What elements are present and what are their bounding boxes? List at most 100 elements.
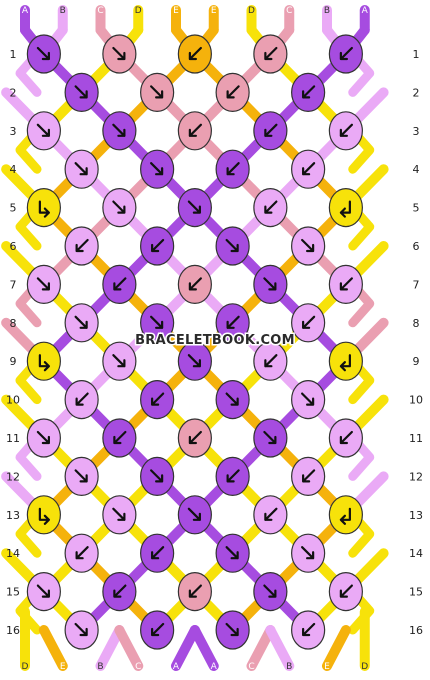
strand-end-bottom: [246, 625, 276, 671]
knot: [215, 149, 250, 189]
knot: [26, 495, 61, 535]
knot-arrow-icon: [74, 85, 88, 99]
strand-letter-top: E: [211, 6, 217, 16]
knot-arrow-icon: [339, 584, 353, 598]
strand-letter-top: A: [362, 6, 369, 16]
knot: [140, 149, 175, 189]
knot: [26, 111, 61, 151]
row-label-left: 16: [6, 624, 20, 637]
knot: [177, 418, 212, 458]
watermark-text: BRACELETBOOK.COM: [135, 333, 295, 348]
knot-arrow-icon: [188, 123, 202, 137]
knot-oval: [26, 495, 61, 535]
knot-arrow-icon: [150, 469, 164, 483]
strand-end-bottom: [189, 625, 219, 671]
row-label-left: 5: [10, 202, 17, 215]
knot-oval: [328, 495, 363, 535]
knot: [64, 149, 99, 189]
knot: [215, 380, 250, 420]
row-label-left: 15: [6, 586, 20, 599]
knot: [253, 418, 288, 458]
knot-arrow-icon: [38, 507, 50, 525]
knot: [102, 34, 137, 74]
row-label-right: 12: [409, 470, 423, 483]
knot-arrow-icon: [150, 85, 164, 99]
knot: [291, 456, 326, 496]
strand-end-bottom: [265, 625, 295, 671]
knot: [64, 533, 99, 573]
row-label-right: 4: [413, 163, 420, 176]
row-label-left: 3: [10, 125, 17, 138]
knot-oval: [328, 188, 363, 228]
row-label-left: 12: [6, 470, 20, 483]
row-label-right: 8: [413, 317, 420, 330]
knot-arrow-icon: [38, 200, 50, 218]
knot-arrow-icon: [151, 622, 165, 637]
knot: [177, 264, 212, 304]
knot: [26, 188, 61, 228]
knot-arrow-icon: [74, 162, 88, 176]
strand-letter-bottom: D: [22, 662, 29, 672]
knot: [215, 303, 250, 343]
knot: [291, 533, 326, 573]
strand-letter-bottom: E: [60, 662, 66, 672]
knot: [64, 610, 99, 650]
row-label-left: 14: [6, 547, 20, 560]
knot: [291, 226, 326, 266]
row-label-left: 7: [10, 278, 17, 291]
knot-arrow-icon: [38, 354, 50, 372]
knot-arrow-icon: [75, 546, 89, 560]
knot: [26, 418, 61, 458]
knot: [253, 495, 288, 535]
knot: [102, 341, 137, 381]
strand-letter-bottom: B: [97, 662, 103, 672]
knot: [102, 418, 137, 458]
knot: [140, 610, 175, 650]
knot-arrow-icon: [301, 546, 315, 560]
knot-oval: [26, 341, 61, 381]
knot-arrow-icon: [151, 392, 165, 406]
strand-letter-top: A: [22, 6, 29, 16]
row-label-left: 10: [6, 394, 20, 407]
knot: [291, 303, 326, 343]
knot: [102, 495, 137, 535]
knot: [64, 72, 99, 113]
knot: [64, 226, 99, 266]
knot-arrow-icon: [226, 162, 240, 176]
knot: [102, 111, 137, 151]
strand-letter-top: B: [324, 6, 330, 16]
knot: [253, 111, 288, 151]
knot: [291, 610, 326, 650]
knot: [177, 571, 212, 612]
row-label-left: 2: [10, 86, 17, 99]
strand-end-bottom: [38, 625, 68, 671]
row-label-left: 11: [6, 432, 20, 445]
knot-arrow-icon: [112, 123, 126, 137]
knot-arrow-icon: [74, 315, 88, 329]
knot: [177, 495, 212, 535]
knot-arrow-icon: [301, 238, 315, 253]
knot: [177, 341, 212, 381]
row-label-right: 1: [413, 48, 420, 61]
knot: [140, 303, 175, 343]
knot-arrow-icon: [264, 46, 278, 61]
knot-arrow-icon: [263, 430, 277, 445]
knot: [102, 264, 137, 304]
knot-arrow-icon: [187, 507, 201, 521]
knot: [328, 571, 363, 612]
knot: [253, 188, 288, 228]
strand-letter-bottom: C: [248, 662, 254, 672]
knot-arrow-icon: [113, 277, 127, 291]
knot-arrow-icon: [151, 238, 165, 253]
knot-arrow-icon: [339, 354, 351, 372]
knot-arrow-icon: [264, 507, 278, 521]
strand-letter-top: C: [97, 6, 103, 16]
row-label-right: 5: [413, 202, 420, 215]
knot: [140, 533, 175, 573]
row-label-right: 11: [409, 432, 423, 445]
knot-arrow-icon: [187, 200, 201, 214]
knot: [64, 303, 99, 343]
strand-letter-bottom: A: [211, 662, 218, 672]
row-label-right: 14: [409, 547, 423, 560]
